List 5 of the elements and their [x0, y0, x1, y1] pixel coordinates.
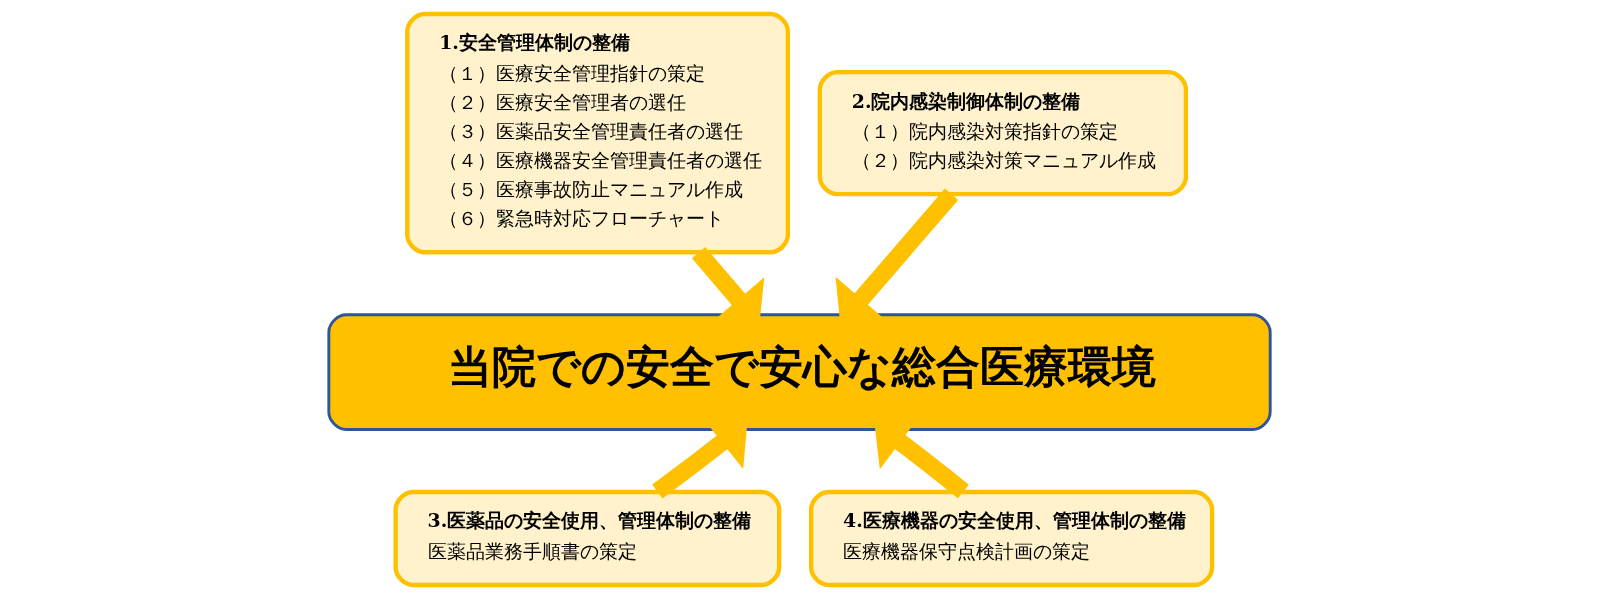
node-box: 4.医療機器の安全使用、管理体制の整備 医療機器保守点検計画の策定	[808, 489, 1215, 588]
node-box: 1.安全管理体制の整備 （１）医療安全管理指針の策定 （２）医療安全管理者の選任 （３）医薬品安全管理責任者の選任 （４）医療機器安全管理責任者の選任 （５）医療事故防止マニュアル作成 （６）緊急時対応フローチャート	[405, 11, 791, 255]
node-box: 当院での安全で安心な総合医療環境	[327, 313, 1272, 431]
node-box: 2.院内感染制御体制の整備 （１）院内感染対策指針の策定 （２）院内感染対策マニュアル作成	[817, 69, 1189, 197]
node-box: 3.医薬品の安全使用、管理体制の整備 医薬品業務手順書の策定	[393, 489, 782, 588]
